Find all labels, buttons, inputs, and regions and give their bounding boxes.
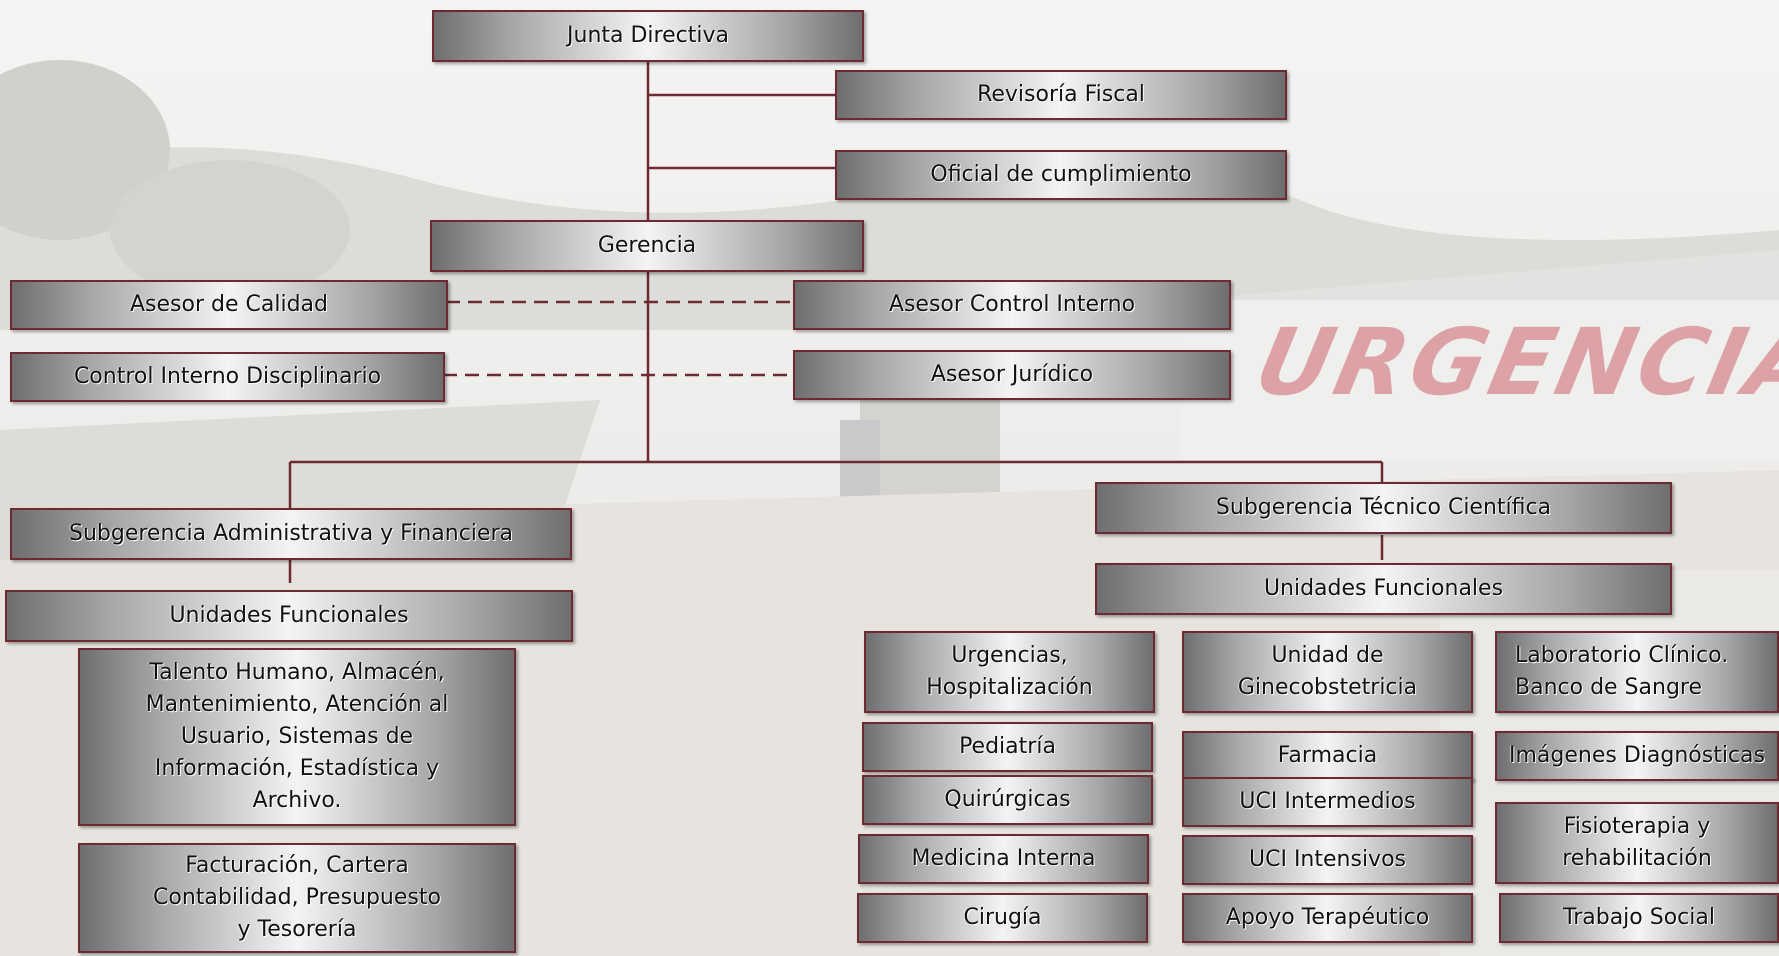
- revisoria-fiscal-box: Revisoría Fiscal: [835, 70, 1287, 120]
- admin-units-box-1: Talento Humano, Almacén, Mantenimiento, …: [78, 648, 516, 826]
- unit-apoyo-terapeutico: Apoyo Terapéutico: [1182, 893, 1473, 943]
- asesor-calidad-box: Asesor de Calidad: [10, 280, 448, 330]
- junta-directiva-box: Junta Directiva: [432, 10, 864, 62]
- unit-uci-intermedios: UCI Intermedios: [1182, 777, 1473, 827]
- unit-farmacia: Farmacia: [1182, 731, 1473, 781]
- gerencia-box: Gerencia: [430, 220, 864, 272]
- asesor-control-interno-box: Asesor Control Interno: [793, 280, 1231, 330]
- asesor-juridico-box: Asesor Jurídico: [793, 350, 1231, 400]
- unit-laboratorio-clinico: Laboratorio Clínico. Banco de Sangre: [1495, 631, 1779, 713]
- subgerencia-administrativa-box: Subgerencia Administrativa y Financiera: [10, 508, 572, 560]
- unit-imagenes-diagnosticas: Imágenes Diagnósticas: [1495, 731, 1779, 781]
- unit-trabajo-social: Trabajo Social: [1499, 893, 1779, 943]
- control-interno-disciplinario-box: Control Interno Disciplinario: [10, 352, 445, 402]
- unidades-funcionales-admin-box: Unidades Funcionales: [5, 590, 573, 642]
- subgerencia-tecnica-box: Subgerencia Técnico Científica: [1095, 482, 1672, 534]
- unit-uci-intensivos: UCI Intensivos: [1182, 835, 1473, 885]
- admin-units-box-2: Facturación, Cartera Contabilidad, Presu…: [78, 843, 516, 953]
- unit-ginecobstetricia: Unidad de Ginecobstetricia: [1182, 631, 1473, 713]
- unit-medicina-interna: Medicina Interna: [858, 834, 1149, 884]
- unit-urgencias-hospitalizacion: Urgencias, Hospitalización: [864, 631, 1155, 713]
- unidades-funcionales-tecnica-box: Unidades Funcionales: [1095, 563, 1672, 615]
- unit-pediatria: Pediatría: [862, 722, 1153, 772]
- oficial-cumplimiento-box: Oficial de cumplimiento: [835, 150, 1287, 200]
- unit-fisioterapia: Fisioterapia y rehabilitación: [1495, 802, 1779, 884]
- unit-quirurgicas: Quirúrgicas: [862, 775, 1153, 825]
- unit-cirugia: Cirugía: [857, 893, 1148, 943]
